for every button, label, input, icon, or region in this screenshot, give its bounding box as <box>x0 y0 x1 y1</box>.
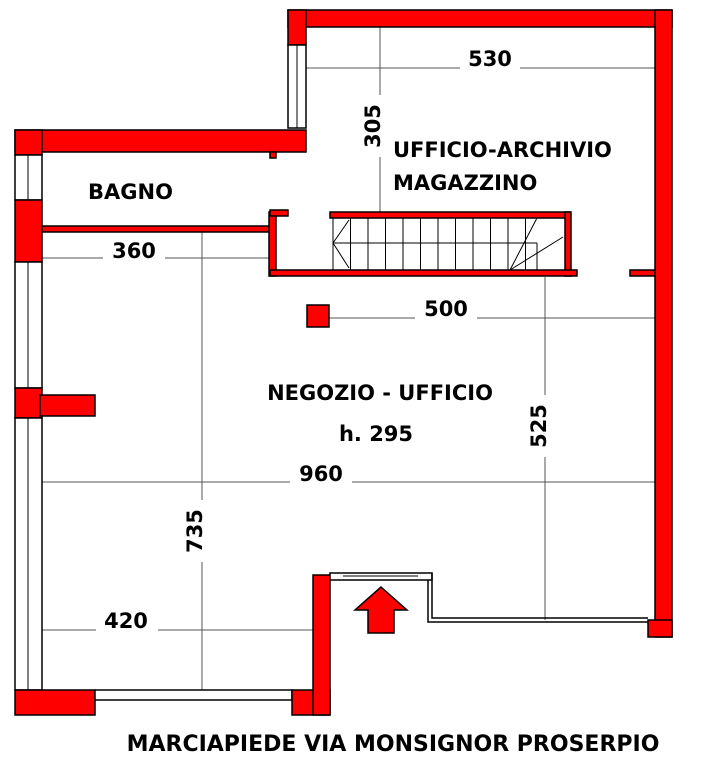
wall-left-pier-1 <box>14 199 43 263</box>
pillar <box>306 304 330 328</box>
wall-top <box>287 9 673 28</box>
room-negozio: NEGOZIO - UFFICIO <box>267 381 493 405</box>
wall-left-pier-2 <box>14 387 43 419</box>
wall-bagno-stub <box>269 209 289 217</box>
wall-left-stub <box>39 394 96 417</box>
wall-right-stub <box>629 269 656 277</box>
dim-960: 960 <box>299 462 343 486</box>
wall-bagno-bottom <box>41 225 276 233</box>
dim-420: 420 <box>104 609 148 633</box>
room-height: h. 295 <box>339 422 413 446</box>
window-bottom <box>94 689 293 701</box>
wall-right <box>654 9 673 638</box>
wall-partition-stub <box>269 151 277 159</box>
entrance-door <box>329 572 648 623</box>
room-bagno: BAGNO <box>88 180 173 204</box>
wall-corner-bottom-right <box>647 619 673 638</box>
window-upper-left <box>287 44 307 129</box>
dim-500: 500 <box>424 297 468 321</box>
window-bagno <box>14 154 43 201</box>
entrance-arrow-icon <box>353 585 409 634</box>
dimension-lines <box>42 27 655 690</box>
wall-left-top <box>14 129 43 156</box>
window-left-1 <box>14 261 43 389</box>
wall-bagno-top <box>14 129 307 153</box>
dim-530: 530 <box>468 47 512 71</box>
dim-305: 305 <box>361 104 385 148</box>
wall-entrance-left <box>312 574 331 716</box>
dim-735: 735 <box>183 509 207 553</box>
wall-upper-left <box>287 9 307 46</box>
room-ufficio-archivio: UFFICIO-ARCHIVIO <box>393 138 612 162</box>
window-left-2 <box>14 417 43 691</box>
dim-360: 360 <box>112 239 156 263</box>
staircase <box>269 211 578 277</box>
wall-bottom-left <box>14 689 96 716</box>
room-magazzino: MAGAZZINO <box>393 171 537 195</box>
street-label: MARCIAPIEDE VIA MONSIGNOR PROSERPIO <box>127 732 660 757</box>
wall-bagno-right <box>268 211 277 277</box>
dim-525: 525 <box>527 404 551 448</box>
